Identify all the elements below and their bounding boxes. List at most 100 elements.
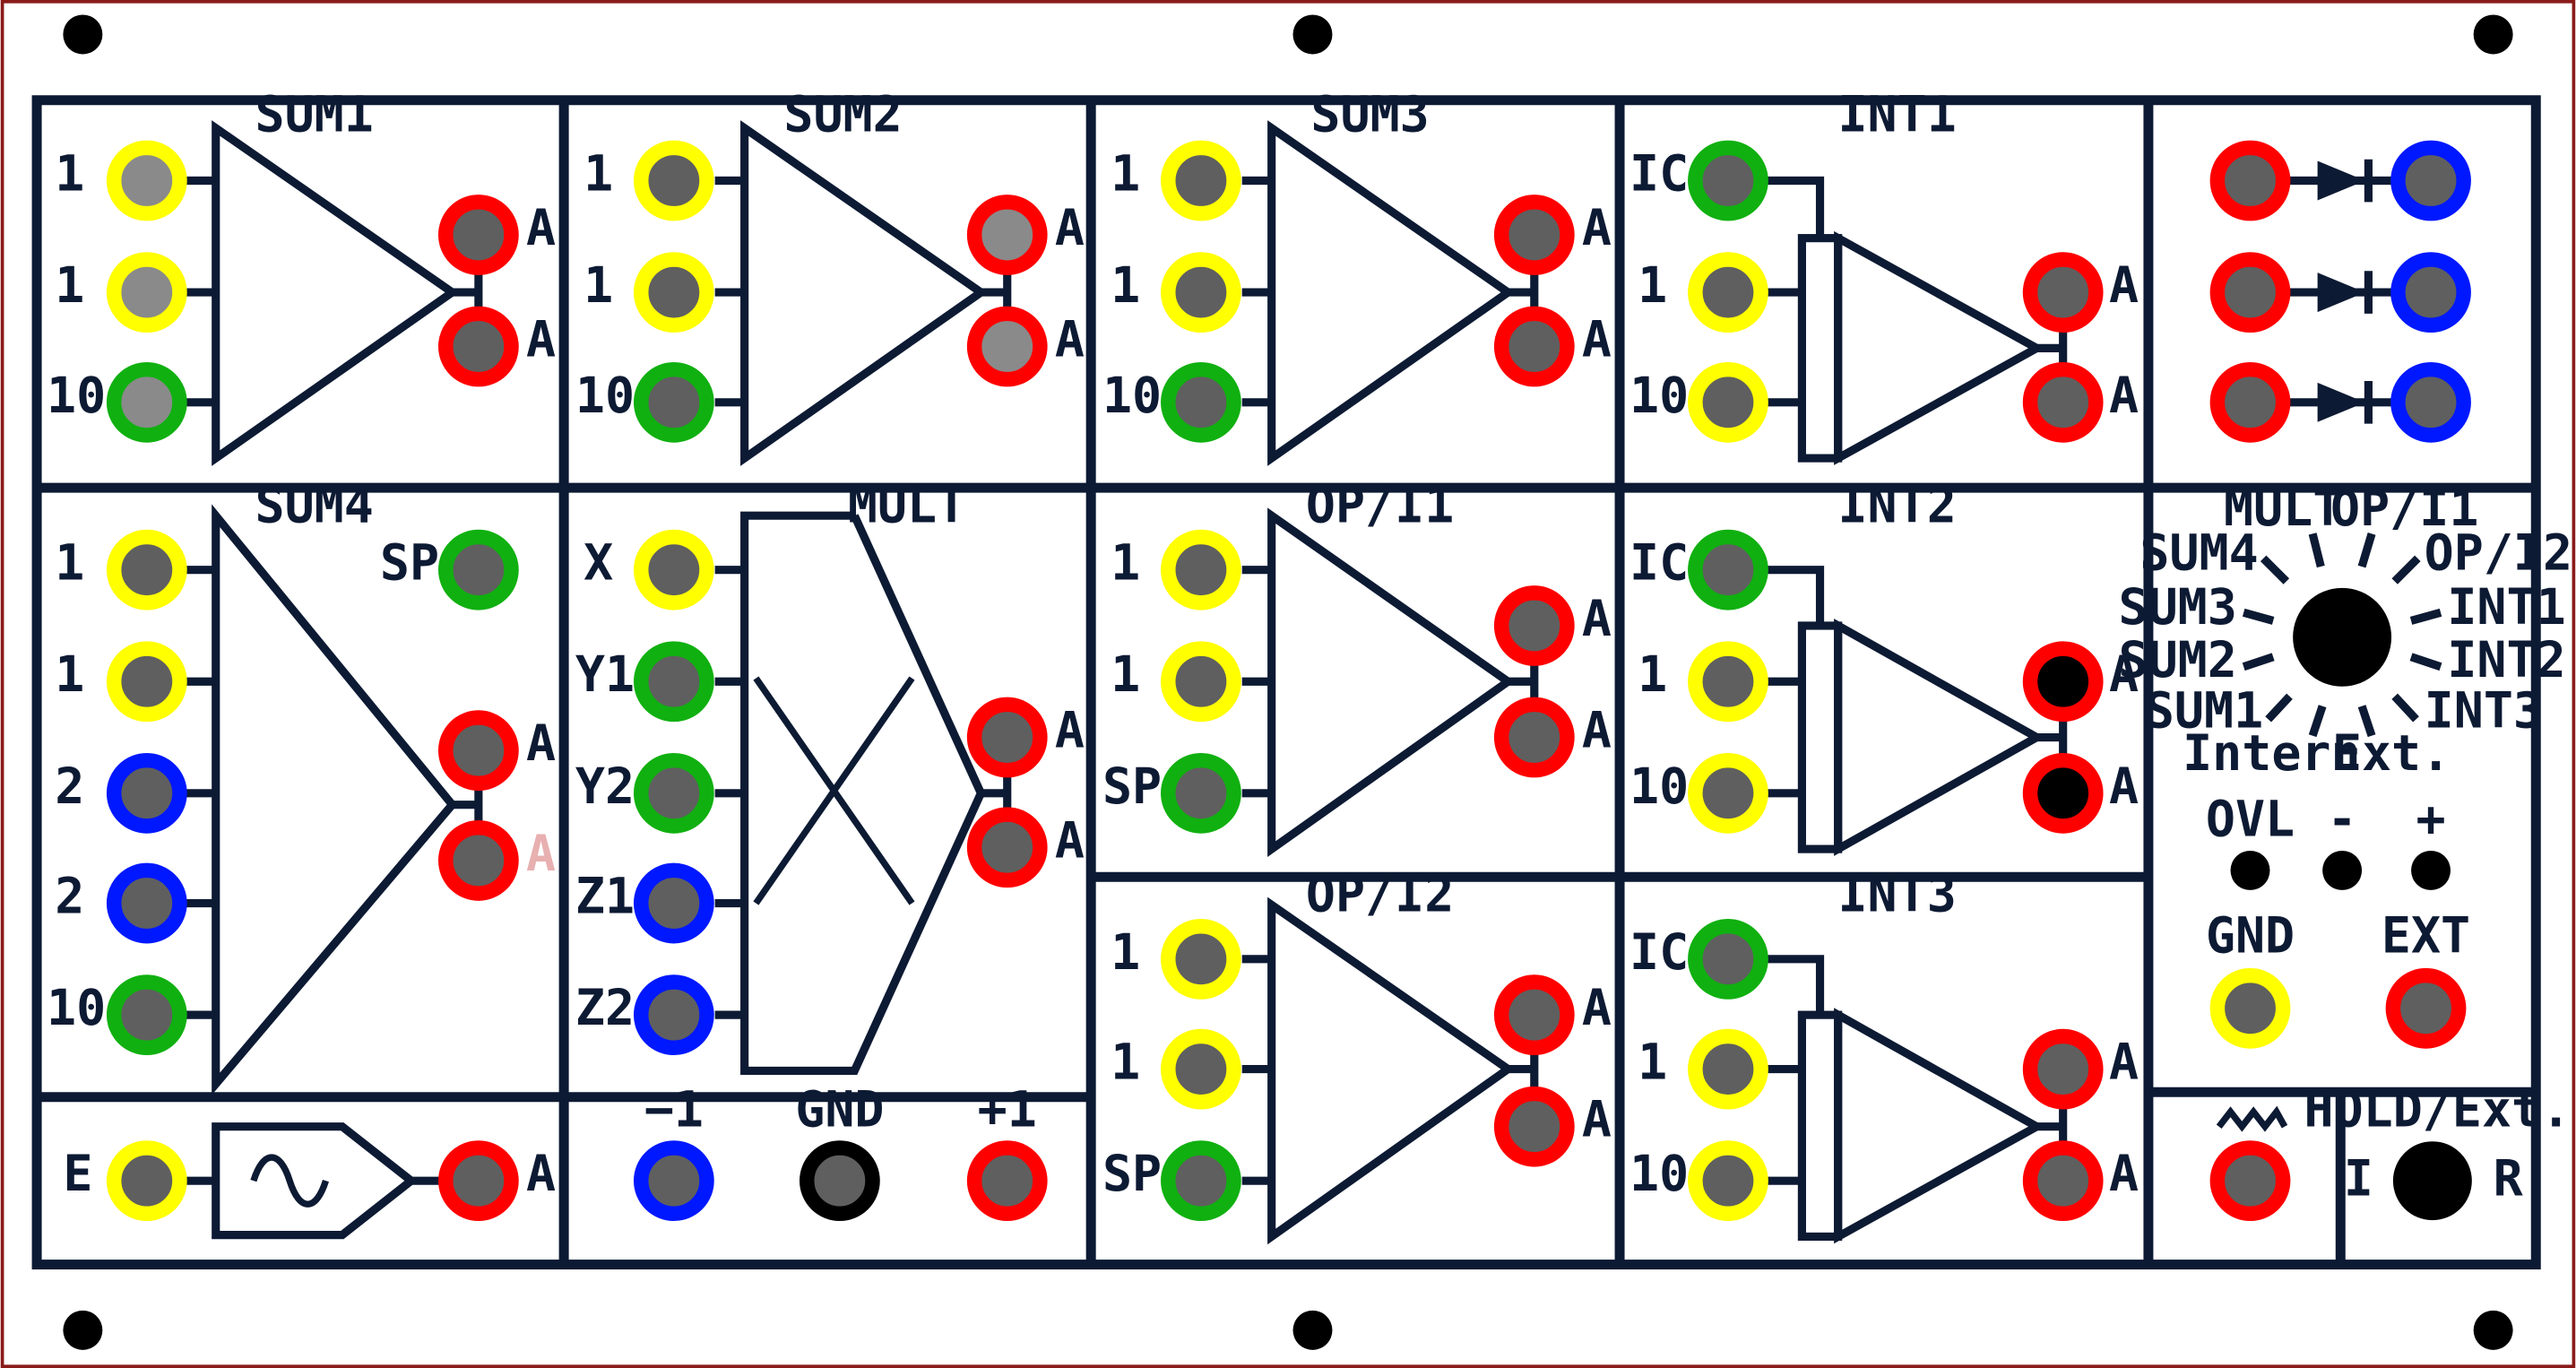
jack-diode-cathode-blue[interactable]: [2390, 361, 2471, 443]
selector-label-opi1: OP/I1: [2330, 480, 2478, 537]
module-title: SUM2: [783, 86, 902, 143]
jack-input-blue[interactable]: [106, 862, 187, 944]
jack-input-yellow[interactable]: [633, 252, 714, 333]
jack-output-red[interactable]: [437, 306, 519, 387]
jack-input-yellow[interactable]: [106, 140, 187, 221]
jack-output-red[interactable]: [2022, 1140, 2104, 1222]
jack-triangle-wave-red[interactable]: [2209, 1140, 2291, 1222]
jack-output-red[interactable]: [437, 195, 519, 275]
jack-x-yellow[interactable]: [633, 529, 714, 610]
jack-ext-red[interactable]: [2385, 967, 2467, 1049]
jack-y1-green[interactable]: [633, 641, 714, 723]
jack-diode-anode-red[interactable]: [2209, 252, 2291, 333]
jack-input-yellow[interactable]: [1161, 918, 1241, 1000]
module-title: OP/I1: [1306, 477, 1454, 534]
jack-sp-green[interactable]: [437, 529, 519, 610]
input-label: 1: [55, 534, 84, 592]
jack-sp-green[interactable]: [1161, 752, 1241, 834]
jack-minus-one-blue[interactable]: [633, 1140, 714, 1222]
jack-gnd-black[interactable]: [799, 1140, 880, 1222]
input-label: X: [583, 534, 613, 592]
jack-input-yellow[interactable]: [1688, 252, 1768, 333]
ref-label-gnd: GND: [795, 1081, 884, 1139]
input-label: 10: [1629, 758, 1689, 815]
jack-diode-anode-red[interactable]: [2209, 140, 2291, 221]
jack-output-red[interactable]: [966, 697, 1048, 778]
jack-diode-cathode-blue[interactable]: [2390, 140, 2471, 221]
input-label: SP: [1102, 1145, 1162, 1202]
jack-input-yellow[interactable]: [1161, 140, 1241, 221]
jack-input-yellow[interactable]: [106, 529, 187, 610]
jack-output-red[interactable]: [966, 807, 1048, 888]
jack-output-red[interactable]: [1493, 1086, 1575, 1167]
jack-output-red[interactable]: [437, 1140, 519, 1222]
jack-ic-green[interactable]: [1688, 140, 1768, 221]
jack-input-yellow[interactable]: [1161, 641, 1241, 723]
jack-input-green[interactable]: [1161, 361, 1241, 443]
jack-output-red[interactable]: [2022, 1028, 2104, 1110]
jack-output-red[interactable]: [966, 306, 1048, 387]
jack-input-yellow[interactable]: [106, 641, 187, 723]
hold-left-label: I: [2344, 1150, 2373, 1208]
jack-output-red[interactable]: [966, 195, 1048, 275]
jack-input-green[interactable]: [106, 361, 187, 443]
jack-input-yellow[interactable]: [1161, 252, 1241, 333]
jack-y2-green[interactable]: [633, 752, 714, 834]
module-title: INT2: [1837, 477, 1956, 534]
mounting-hole: [1292, 14, 1333, 55]
jack-input-yellow[interactable]: [1161, 1028, 1241, 1110]
selector-knob[interactable]: [2293, 587, 2392, 687]
input-label: 1: [1638, 1034, 1667, 1091]
jack-input-yellow[interactable]: [1688, 641, 1768, 723]
jack-output-red[interactable]: [2022, 252, 2104, 333]
input-label: Z1: [575, 868, 635, 925]
jack-output-red[interactable]: [437, 710, 519, 792]
hold-switch-knob[interactable]: [2392, 1141, 2472, 1221]
function-generator-symbol: [212, 1122, 419, 1240]
multiplier-symbol: [740, 511, 986, 1075]
jack-output-red[interactable]: [1493, 974, 1575, 1056]
jack-z2-blue[interactable]: [633, 974, 714, 1056]
jack-output-red[interactable]: [1493, 585, 1575, 666]
jack-output-red[interactable]: [1493, 697, 1575, 778]
jack-output-red[interactable]: [2022, 361, 2104, 443]
jack-input-yellow[interactable]: [633, 140, 714, 221]
selector-ticks: [2242, 532, 2442, 738]
jack-input-blue[interactable]: [106, 752, 187, 834]
opi1-module: OP/I1 1 1 SP A A: [1102, 477, 1612, 857]
jack-input-yellow[interactable]: [1161, 529, 1241, 610]
input-label: 1: [1111, 534, 1140, 592]
jack-plus-one-red[interactable]: [966, 1140, 1048, 1222]
jack-input-yellow[interactable]: [1688, 752, 1768, 834]
module-dividers: [37, 100, 2537, 1265]
jack-sp-green[interactable]: [1161, 1140, 1241, 1222]
input-label: 1: [1638, 645, 1667, 703]
jack-diode-anode-red[interactable]: [2209, 361, 2291, 443]
jack-gnd-yellow[interactable]: [2209, 967, 2291, 1049]
jack-input-yellow[interactable]: [1688, 1028, 1768, 1110]
jack-output-red[interactable]: [1493, 306, 1575, 387]
jack-input-yellow[interactable]: [106, 1140, 187, 1222]
jack-input-yellow[interactable]: [106, 252, 187, 333]
jack-input-green[interactable]: [106, 974, 187, 1056]
jack-diode-cathode-blue[interactable]: [2390, 252, 2471, 333]
integrator-symbol: [1834, 619, 2045, 856]
jack-input-yellow[interactable]: [1688, 361, 1768, 443]
selector-label-opi2: OP/I2: [2425, 524, 2572, 582]
output-label: A: [526, 825, 556, 882]
jack-input-green[interactable]: [633, 361, 714, 443]
input-label: Z2: [575, 979, 635, 1036]
input-label: Y1: [575, 645, 635, 703]
jack-ic-green[interactable]: [1688, 918, 1768, 1000]
jack-ic-green[interactable]: [1688, 529, 1768, 610]
jack-output-red[interactable]: [2022, 752, 2104, 834]
jack-z1-blue[interactable]: [633, 862, 714, 944]
jack-output-red[interactable]: [437, 820, 519, 901]
input-label: 10: [1629, 367, 1689, 424]
input-label: 10: [47, 979, 106, 1036]
input-label: 1: [1111, 645, 1140, 703]
jack-output-red[interactable]: [2022, 641, 2104, 723]
jack-input-yellow[interactable]: [1688, 1140, 1768, 1222]
jack-output-red[interactable]: [1493, 195, 1575, 275]
